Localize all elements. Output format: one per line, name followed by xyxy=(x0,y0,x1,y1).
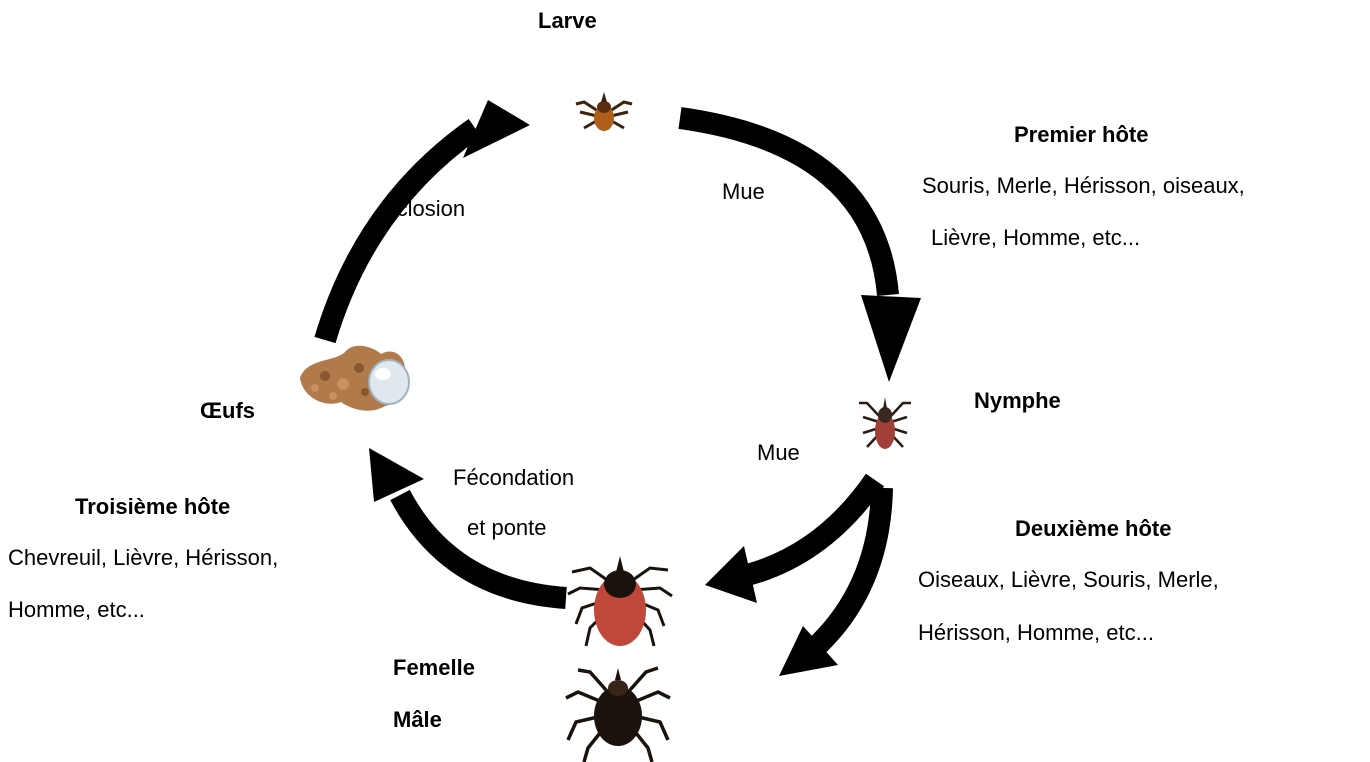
transition-label-fertilization: Fécondation xyxy=(453,465,574,491)
nymph-tick-icon xyxy=(859,397,911,449)
host-list-first-line1: Souris, Merle, Hérisson, oiseaux, xyxy=(922,173,1245,199)
arrowhead-female-to-eggs xyxy=(369,448,424,502)
arrow-nymph-to-female xyxy=(735,480,875,578)
arrowhead-larva-to-nymph xyxy=(861,295,921,382)
host-list-second-line1: Oiseaux, Lièvre, Souris, Merle, xyxy=(918,567,1219,593)
transition-label-laying: et ponte xyxy=(467,515,547,541)
host-list-first-line2: Lièvre, Homme, etc... xyxy=(931,225,1140,251)
stage-label-eggs: Œufs xyxy=(200,398,255,424)
stage-label-larva: Larve xyxy=(538,8,597,34)
transition-label-hatching: Eclosion xyxy=(382,196,465,222)
host-list-third-line2: Homme, etc... xyxy=(8,597,145,623)
female-tick-icon xyxy=(568,556,672,646)
transition-label-molt-2: Mue xyxy=(757,440,800,466)
male-tick-icon xyxy=(566,668,670,762)
stage-label-nymph: Nymphe xyxy=(974,388,1061,414)
arrow-larva-to-nymph xyxy=(680,118,888,295)
stage-label-male: Mâle xyxy=(393,707,442,733)
arrow-female-to-eggs xyxy=(400,495,566,598)
arrowhead-nymph-to-female xyxy=(705,546,757,603)
arrow-eggs-to-larva xyxy=(325,128,475,340)
host-title-third: Troisième hôte xyxy=(75,494,230,520)
stage-label-female: Femelle xyxy=(393,655,475,681)
larva-tick-icon xyxy=(576,92,632,131)
egg-mass-icon xyxy=(300,346,409,411)
host-list-second-line2: Hérisson, Homme, etc... xyxy=(918,620,1154,646)
host-list-third-line1: Chevreuil, Lièvre, Hérisson, xyxy=(8,545,278,571)
host-title-second: Deuxième hôte xyxy=(1015,516,1172,542)
host-title-first: Premier hôte xyxy=(1014,122,1149,148)
transition-label-molt-1: Mue xyxy=(722,179,765,205)
